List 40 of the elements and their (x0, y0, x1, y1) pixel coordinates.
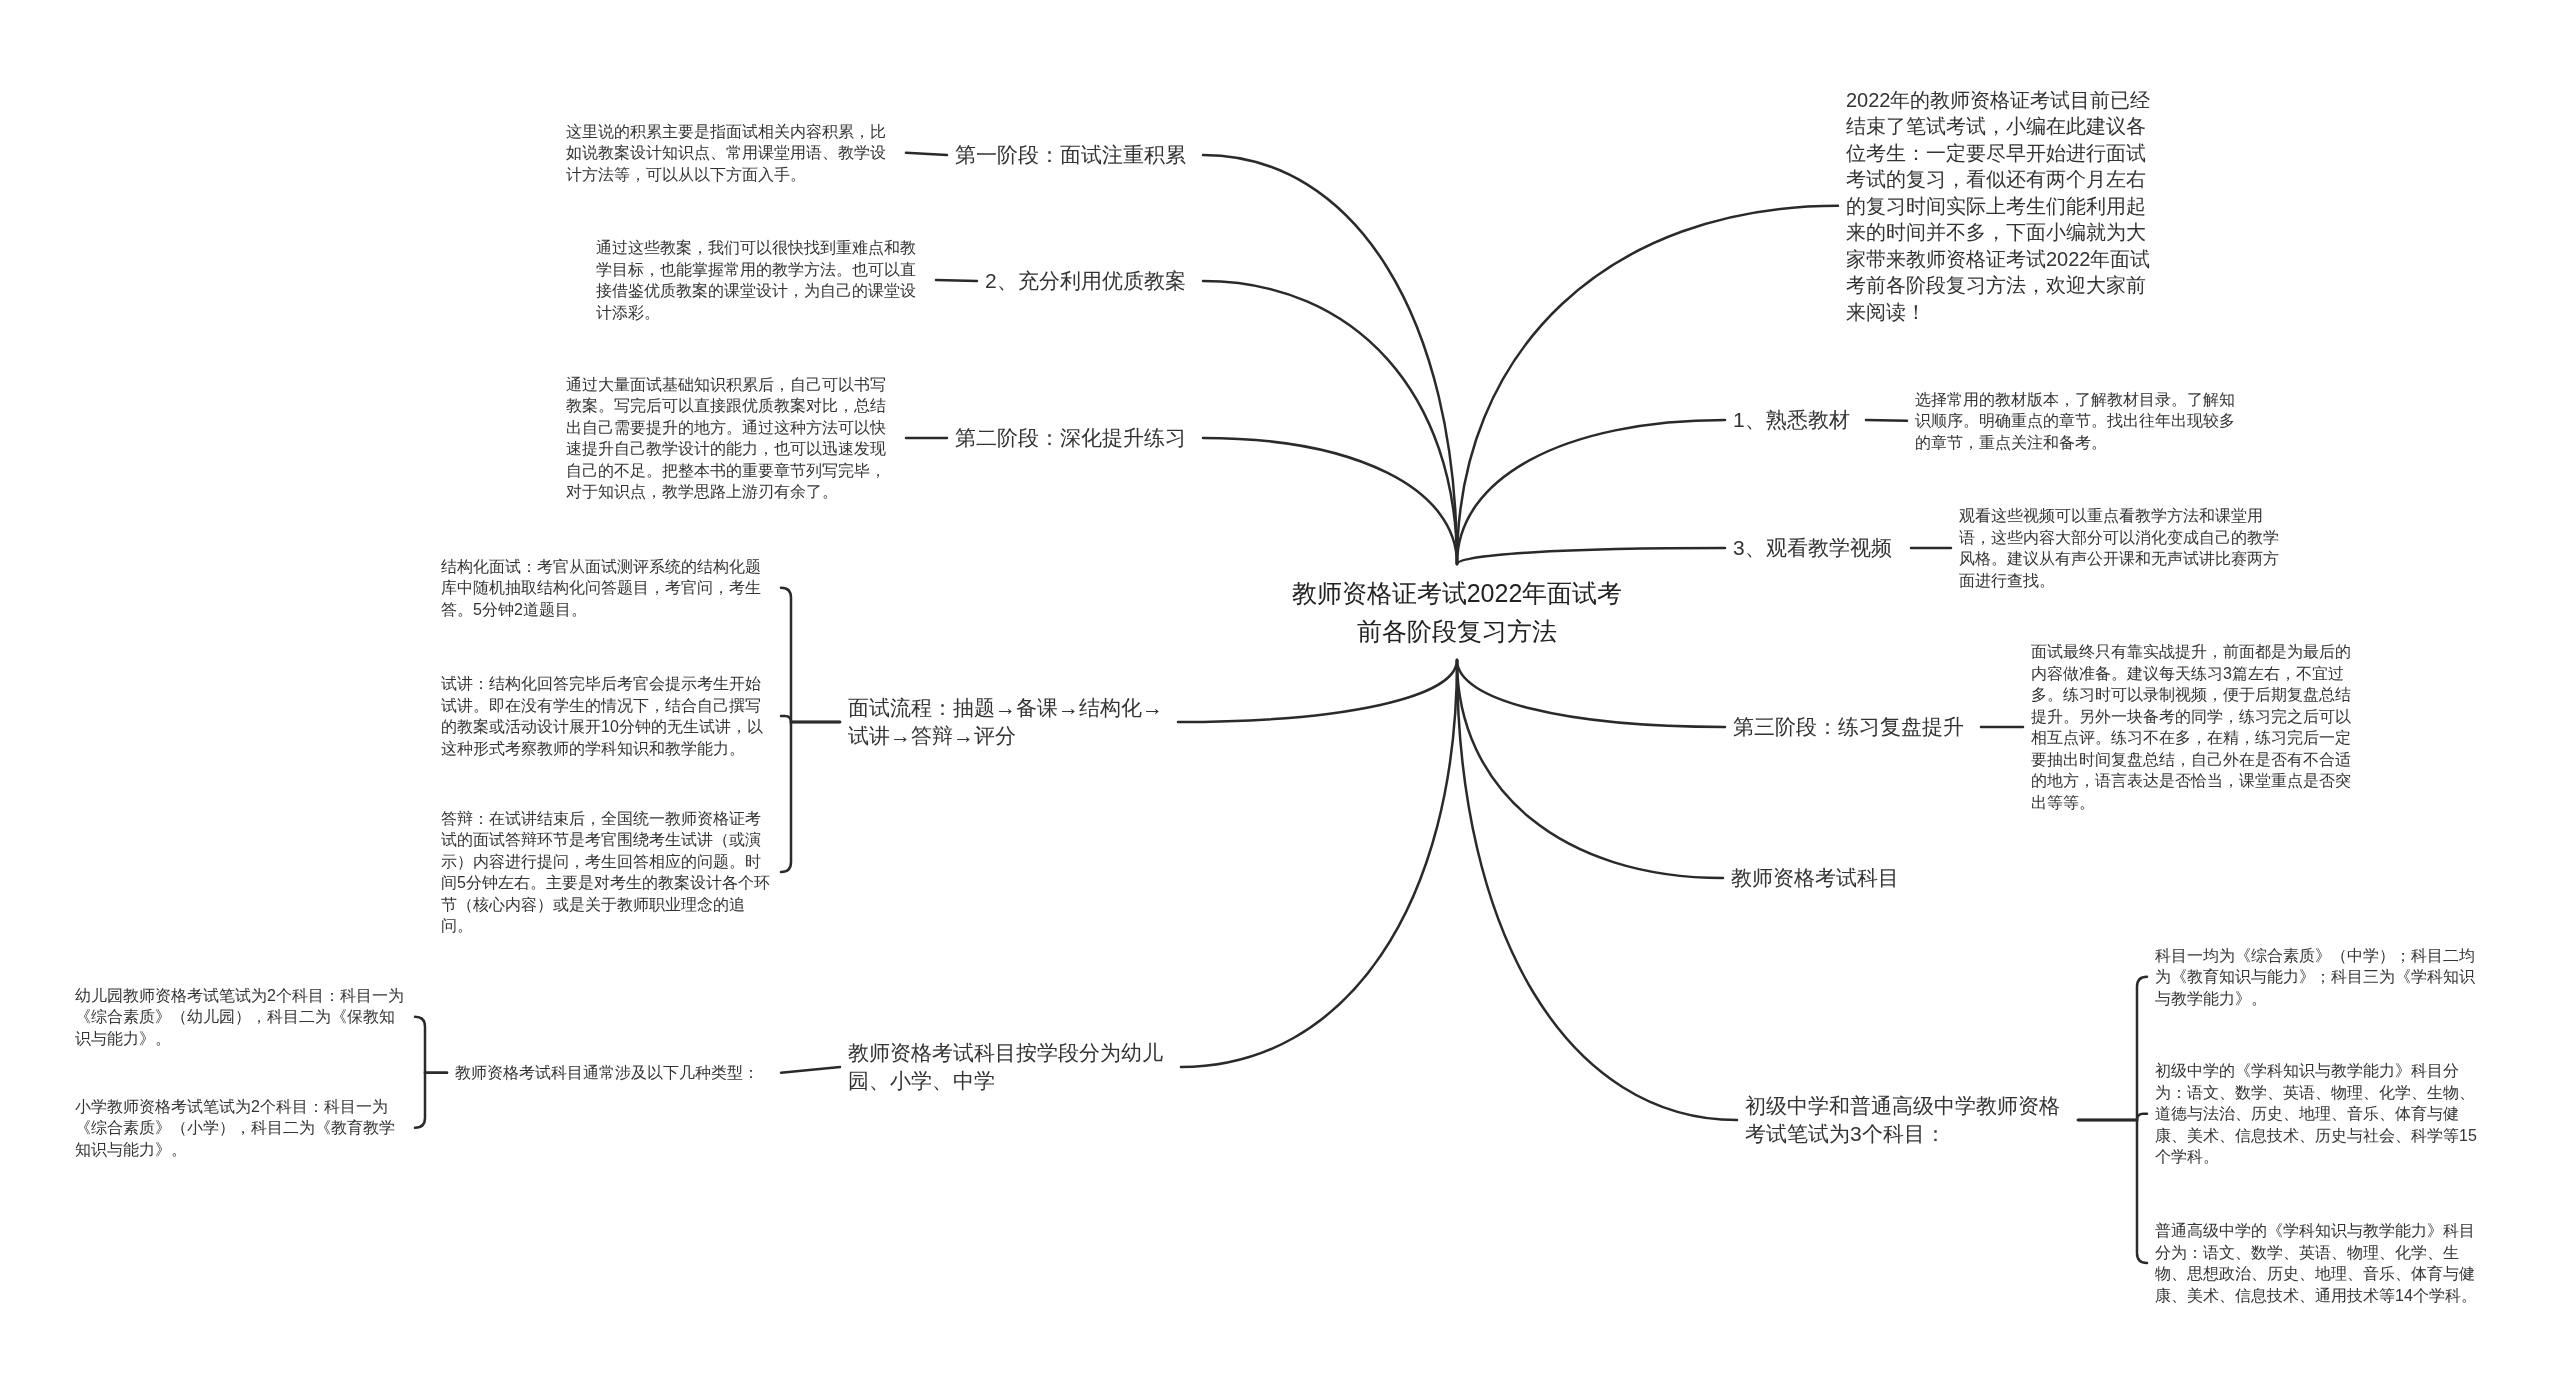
detail-text: 答辩：在试讲结束后，全国统一教师资格证考试的面试答辩环节是考官围绕考生试讲（或演示）内容进行提问，考生回答相应的问题。时间5分钟左右。主要是对考生的教案设计各个环节（核心内容）或是关于教师职业理念的追问。 (433, 803, 781, 941)
connector-line (1979, 725, 2025, 729)
connector-line (1909, 546, 1953, 550)
connector-line (1864, 418, 1909, 422)
detail-text: 科目一均为《综合素质》（中学）；科目二均为《教育知识与能力》；科目三为《学科知识与教学能力》。 (2147, 940, 2495, 1013)
connector-line (934, 278, 979, 283)
brace-connector (2076, 1118, 2149, 1265)
connector-line (904, 151, 949, 157)
connector-line (904, 436, 949, 440)
intro-paragraph: 2022年的教师资格证考试目前已经结束了笔试考试，小编在此建议各位考生：一定要尽早开始进行面试考试的复习，看似还有两个月左右的复习时间实际上考生们能利用起来的时间并不多，下面小编就为大家带来教师资格证考试2022年面试考前各阶段复习方法，欢迎大家前来阅读！ (1838, 82, 2168, 329)
branch-topic: 1、熟悉教材 (1725, 402, 1866, 438)
detail-text: 普通高级中学的《学科知识与教学能力》科目分为：语文、数学、英语、物理、化学、生物、思想政治、历史、地理、音乐、体育与健康、美术、信息技术、通用技术等14个学科。 (2147, 1216, 2495, 1310)
detail-text: 面试最终只有靠实战提升，前面都是为最后的内容做准备。建议每天练习3篇左右，不宜过多。练习时可以录制视频，便于后期复盘总结提升。另外一块备考的同学，练习完之后可以相互点评。练习不在多，在精，练习完后一定要抽出时间复盘总结，自己外在是否有不合适的地方，语言表达是否恰当，课堂重点是否突出等等。 (2023, 637, 2371, 817)
detail-text: 教师资格考试科目通常涉及以下几种类型： (447, 1058, 781, 1088)
branch-topic: 第三阶段：练习复盘提升 (1725, 709, 1981, 745)
branch-topic: 教师资格考试科目 (1723, 860, 1914, 896)
branch-topic: 面试流程：抽题→备课→结构化→试讲→答辩→评分 (840, 690, 1178, 754)
central-topic: 教师资格证考试2022年面试考前各阶段复习方法 (1280, 564, 1634, 660)
detail-text: 观看这些视频可以重点看教学方法和课堂用语，这些内容大部分可以消化变成自己的教学风格。建议从有声公开课和无声试讲比赛两方面进行查找。 (1951, 501, 2299, 595)
detail-text: 初级中学的《学科知识与教学能力》科目分为：语文、数学、英语、物理、化学、生物、道德与法治、历史、地理、音乐、体育与健康、美术、信息技术、历史与社会、科学等15个学科。 (2147, 1056, 2495, 1172)
branch-topic: 教师资格考试科目按学段分为幼儿园、小学、中学 (840, 1035, 1181, 1099)
detail-text: 小学教师资格考试笔试为2个科目：科目一为《综合素质》（小学），科目二为《教育教学知识与能力》。 (67, 1091, 415, 1164)
curved-connector (1201, 436, 1459, 566)
branch-topic: 3、观看教学视频 (1725, 530, 1911, 566)
brace-connector (779, 720, 842, 874)
detail-text: 通过这些教案，我们可以很快找到重难点和教学目标，也能掌握常用的教学方法。也可以直接借鉴优质教案的课堂设计，为自己的课堂设计添彩。 (588, 233, 936, 327)
detail-text: 通过大量面试基础知识积累后，自己可以书写教案。写完后可以直接跟优质教案对比，总结出自己需要提升的地方。通过这种方法可以快速提升自己教学设计的能力，也可以迅速发现自己的不足。把整本书的重要章节列写完毕，对于知识点，教学思路上游刃有余了。 (558, 369, 906, 507)
detail-text: 试讲：结构化回答完毕后考官会提示考生开始试讲。即在没有学生的情况下，结合自己撰写的教案或活动设计展开10分钟的无生试讲，以这种形式考察教师的学科知识和教学能力。 (433, 669, 781, 763)
curved-connector (1455, 546, 1727, 566)
brace-connector (413, 1071, 449, 1129)
detail-text: 幼儿园教师资格考试笔试为2个科目：科目一为《综合素质》（幼儿园），科目二为《保教知识与能力》。 (67, 980, 415, 1053)
detail-text: 这里说的积累主要是指面试相关内容积累，比如说教案设计知识点、常用课堂用语、教学设计方法等，可以从以下方面入手。 (558, 116, 906, 189)
branch-topic: 2、充分利用优质教案 (977, 263, 1203, 299)
branch-topic: 初级中学和普通高级中学教师资格考试笔试为3个科目： (1737, 1088, 2078, 1152)
connector-line (779, 1065, 842, 1074)
curved-connector (1179, 658, 1459, 1069)
detail-text: 结构化面试：考官从面试测评系统的结构化题库中随机抽取结构化问答题目，考官问，考生答。5分钟2道题目。 (433, 551, 781, 624)
detail-text: 选择常用的教材版本，了解教材目录。了解知识顺序。明确重点的章节。找出往年出现较多的章节，重点关注和备考。 (1907, 384, 2255, 457)
branch-topic: 第一阶段：面试注重积累 (947, 137, 1203, 173)
branch-topic: 第二阶段：深化提升练习 (947, 420, 1203, 456)
